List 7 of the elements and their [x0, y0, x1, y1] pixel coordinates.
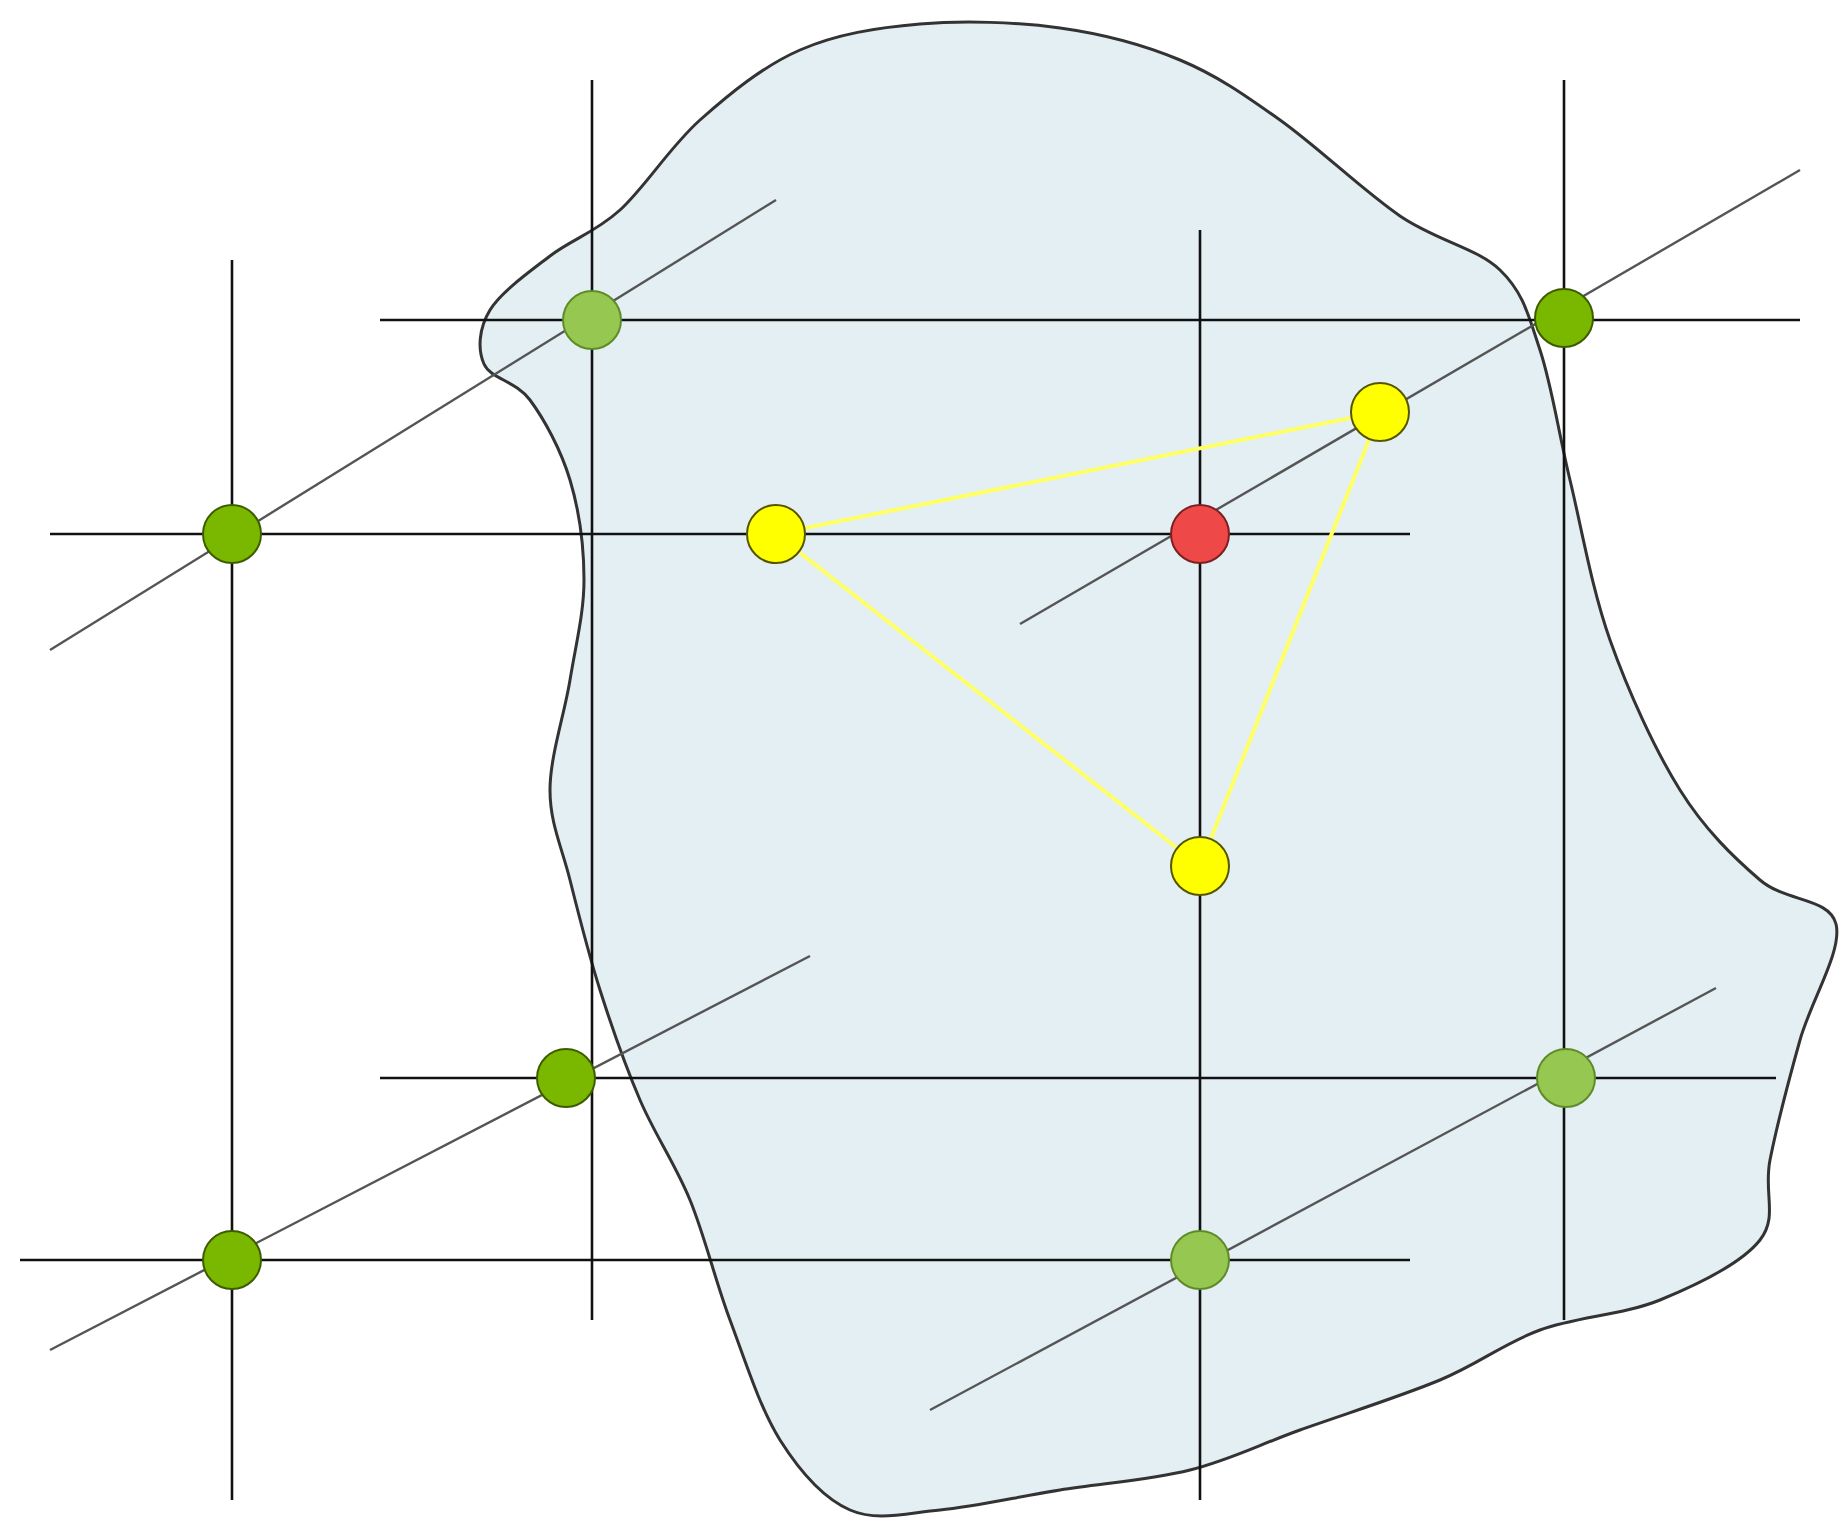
point-marker [536, 1048, 596, 1108]
point-marker [202, 504, 262, 564]
connector-line [798, 550, 1178, 850]
point-marker [202, 1230, 262, 1290]
connector-line [805, 415, 1351, 531]
connector-line [1209, 439, 1371, 839]
point-marker [1534, 288, 1594, 348]
